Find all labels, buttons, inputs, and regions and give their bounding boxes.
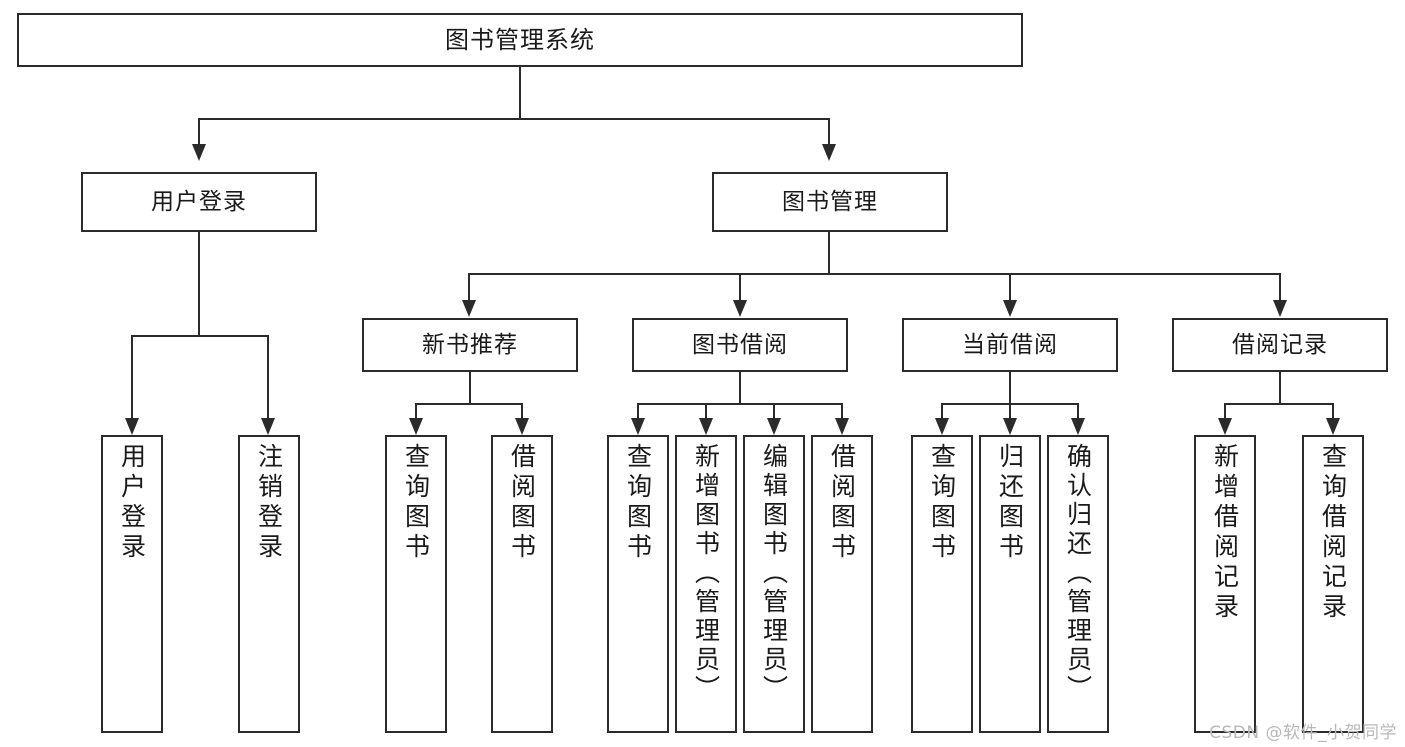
- node-label: 编辑图书（管理员）: [759, 443, 789, 704]
- connector-newbook-bus: [415, 403, 523, 405]
- arrowhead-borrowrecord-leaf-1: [1218, 418, 1232, 435]
- node-label: 图书管理系统: [445, 26, 595, 54]
- connector-userlogin-bus: [131, 335, 267, 337]
- node-new-book-recommend[interactable]: 新书推荐: [362, 318, 578, 372]
- leaf-confirm-return-admin[interactable]: 确认归还（管理员）: [1047, 435, 1109, 733]
- leaf-query-book-borrow[interactable]: 查询图书: [607, 435, 669, 733]
- connector-bookborrow-trunk: [739, 372, 741, 403]
- node-label: 查询图书: [401, 443, 431, 563]
- connector-root-drop-right: [828, 118, 830, 144]
- node-book-borrow[interactable]: 图书借阅: [632, 318, 848, 372]
- node-label: 新增借阅记录: [1210, 443, 1240, 623]
- arrowhead-to-borrow-record: [1273, 300, 1287, 317]
- arrowhead-to-user-login-leaf: [125, 418, 139, 435]
- connector-root-drop-left: [198, 118, 200, 144]
- arrowhead-newbook-leaf-1: [409, 418, 423, 435]
- connector-borrowrecord-trunk: [1279, 372, 1281, 403]
- arrowhead-currentborrow-leaf-1: [935, 418, 949, 435]
- leaf-user-login[interactable]: 用户登录: [101, 435, 163, 733]
- leaf-add-borrow-record[interactable]: 新增借阅记录: [1194, 435, 1256, 733]
- node-label: 当前借阅: [962, 331, 1058, 358]
- arrowhead-to-book-borrow: [733, 300, 747, 317]
- arrowhead-newbook-leaf-2: [515, 418, 529, 435]
- connector-bookborrow-drop-2: [705, 403, 707, 418]
- leaf-borrow-book[interactable]: 借阅图书: [811, 435, 873, 733]
- node-label: 确认归还（管理员）: [1063, 443, 1093, 704]
- connector-userlogin-trunk: [198, 232, 200, 335]
- node-root-system[interactable]: 图书管理系统: [17, 13, 1023, 67]
- leaf-query-borrow-record[interactable]: 查询借阅记录: [1302, 435, 1364, 733]
- leaf-borrow-book-recommend[interactable]: 借阅图书: [491, 435, 553, 733]
- connector-bookborrow-drop-4: [841, 403, 843, 418]
- arrowhead-bookborrow-leaf-1: [631, 418, 645, 435]
- connector-newbook-drop-1: [415, 403, 417, 418]
- arrowhead-borrowrecord-leaf-2: [1326, 418, 1340, 435]
- node-label: 图书管理: [782, 188, 878, 215]
- node-label: 用户登录: [117, 443, 147, 563]
- connector-bookmanage-bus: [468, 273, 1280, 275]
- connector-bookborrow-bus: [637, 403, 843, 405]
- connector-borrowrecord-drop-1: [1224, 403, 1226, 418]
- arrowhead-to-book-manage: [822, 144, 836, 161]
- connector-currentborrow-drop-1: [941, 403, 943, 418]
- leaf-query-book-recommend[interactable]: 查询图书: [385, 435, 447, 733]
- leaf-add-book-admin[interactable]: 新增图书（管理员）: [675, 435, 737, 733]
- connector-bookborrow-drop-3: [773, 403, 775, 418]
- node-label: 用户登录: [151, 188, 247, 215]
- leaf-return-book[interactable]: 归还图书: [979, 435, 1041, 733]
- arrowhead-to-user-login: [192, 144, 206, 161]
- connector-root-bus: [198, 118, 830, 120]
- arrowhead-to-logout-leaf: [261, 418, 275, 435]
- node-label: 注销登录: [254, 443, 284, 563]
- node-current-borrow[interactable]: 当前借阅: [902, 318, 1118, 372]
- connector-bookmanage-trunk: [828, 232, 830, 273]
- arrowhead-bookborrow-leaf-2: [699, 418, 713, 435]
- node-label: 新书推荐: [422, 331, 518, 358]
- node-user-login[interactable]: 用户登录: [81, 172, 317, 232]
- connector-bookmanage-drop-3: [1009, 273, 1011, 300]
- connector-bookmanage-drop-1: [468, 273, 470, 300]
- node-label: 归还图书: [995, 443, 1025, 563]
- connector-userlogin-drop-1: [131, 335, 133, 418]
- arrowhead-currentborrow-leaf-3: [1071, 418, 1085, 435]
- connector-currentborrow-trunk: [1009, 372, 1011, 403]
- leaf-logout[interactable]: 注销登录: [238, 435, 300, 733]
- node-label: 查询借阅记录: [1318, 443, 1348, 623]
- connector-userlogin-drop-2: [267, 335, 269, 418]
- connector-currentborrow-drop-2: [1009, 403, 1011, 418]
- connector-currentborrow-drop-3: [1077, 403, 1079, 418]
- connector-borrowrecord-drop-2: [1332, 403, 1334, 418]
- arrowhead-to-new-book-recommend: [462, 300, 476, 317]
- arrowhead-to-current-borrow: [1003, 300, 1017, 317]
- arrowhead-bookborrow-leaf-4: [835, 418, 849, 435]
- node-label: 查询图书: [623, 443, 653, 563]
- connector-bookborrow-drop-1: [637, 403, 639, 418]
- node-label: 图书借阅: [692, 331, 788, 358]
- connector-bookmanage-drop-2: [739, 273, 741, 300]
- arrowhead-bookborrow-leaf-3: [767, 418, 781, 435]
- node-label: 借阅图书: [827, 443, 857, 563]
- node-borrow-record[interactable]: 借阅记录: [1172, 318, 1388, 372]
- node-label: 新增图书（管理员）: [691, 443, 721, 704]
- node-book-manage[interactable]: 图书管理: [712, 172, 948, 232]
- node-label: 借阅图书: [507, 443, 537, 563]
- connector-bookmanage-drop-4: [1279, 273, 1281, 300]
- connector-root-trunk: [519, 67, 521, 118]
- connector-borrowrecord-bus: [1224, 403, 1334, 405]
- leaf-edit-book-admin[interactable]: 编辑图书（管理员）: [743, 435, 805, 733]
- connector-newbook-drop-2: [521, 403, 523, 418]
- leaf-query-book-current[interactable]: 查询图书: [911, 435, 973, 733]
- connector-newbook-trunk: [469, 372, 471, 403]
- node-label: 查询图书: [927, 443, 957, 563]
- arrowhead-currentborrow-leaf-2: [1003, 418, 1017, 435]
- node-label: 借阅记录: [1232, 331, 1328, 358]
